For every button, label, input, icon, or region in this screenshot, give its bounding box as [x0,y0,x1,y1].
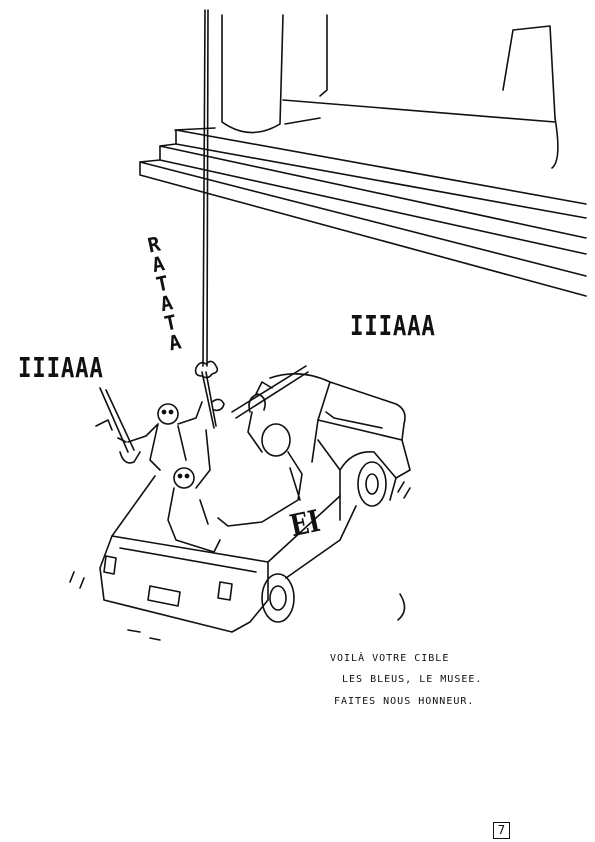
gunman-left-head [157,403,179,425]
truck-rear-hubcap [269,585,287,611]
museum-step-1-edge [175,129,587,219]
page-number: 7 [497,823,506,837]
rifle-left-grip [119,451,141,464]
passenger [217,365,309,527]
page-number-box: 7 [493,822,510,839]
museum-building [139,14,587,297]
museum-step-2 [159,143,587,239]
gunman-left [95,387,203,471]
rifle-left [95,387,135,453]
gunfire-trail [202,9,209,367]
battle-cry-left: IIIAAA [18,351,104,384]
truck-rear-wheel [261,573,295,623]
passenger-hand [248,393,266,413]
museum-doorway [502,25,556,119]
motion-marks-left [69,571,85,589]
gunman-center [167,371,225,553]
rifle-center [201,371,217,429]
rifle-right [231,365,309,419]
truck-tailgate [99,535,269,633]
truck-hood [395,439,411,479]
gunman-center-body [167,429,221,553]
museum-floor-line [282,99,556,123]
pickup-truck [69,373,411,641]
truck-tail-light-right [217,581,233,601]
truck-tail-light-left [103,555,117,575]
caption-line-2: LES BLEUS, LE MUSEE. [342,674,483,685]
truck-bed-rail [111,475,341,601]
gunman-center-fist [211,398,225,412]
truck-front-hubcap [365,473,379,495]
motion-marks-bottom [127,629,161,641]
motion-marks-right [397,481,411,499]
museum-wall [319,14,328,97]
caption-line-1: VOILÀ VOTRE CIBLE [330,653,450,664]
truck-cab-roof [269,373,406,425]
gunman-center-head [173,467,195,489]
truck-tailgate-inner [119,547,257,573]
truck-front-fender [339,451,397,501]
truck-front-wheel [357,461,387,507]
battle-cry-right: IIIAAA [350,309,436,342]
truck-license-plate [147,585,181,607]
caption-line-3: FAITES NOUS HONNEUR. [334,696,475,707]
caption-tick-mark [397,593,406,621]
truck-side-line [285,505,357,579]
passenger-head [261,423,291,457]
museum-column-right [551,117,559,169]
museum-step-3-edge [139,161,587,297]
truck-windshield [317,381,405,441]
truck-side-window [311,411,383,463]
museum-step-3 [139,159,587,277]
passenger-body [217,411,303,527]
smoke-puff [194,360,219,379]
truck-cab-side [317,439,341,521]
museum-step-1 [174,117,587,205]
museum-column-left [221,14,284,134]
gunman-left-body [127,401,203,471]
